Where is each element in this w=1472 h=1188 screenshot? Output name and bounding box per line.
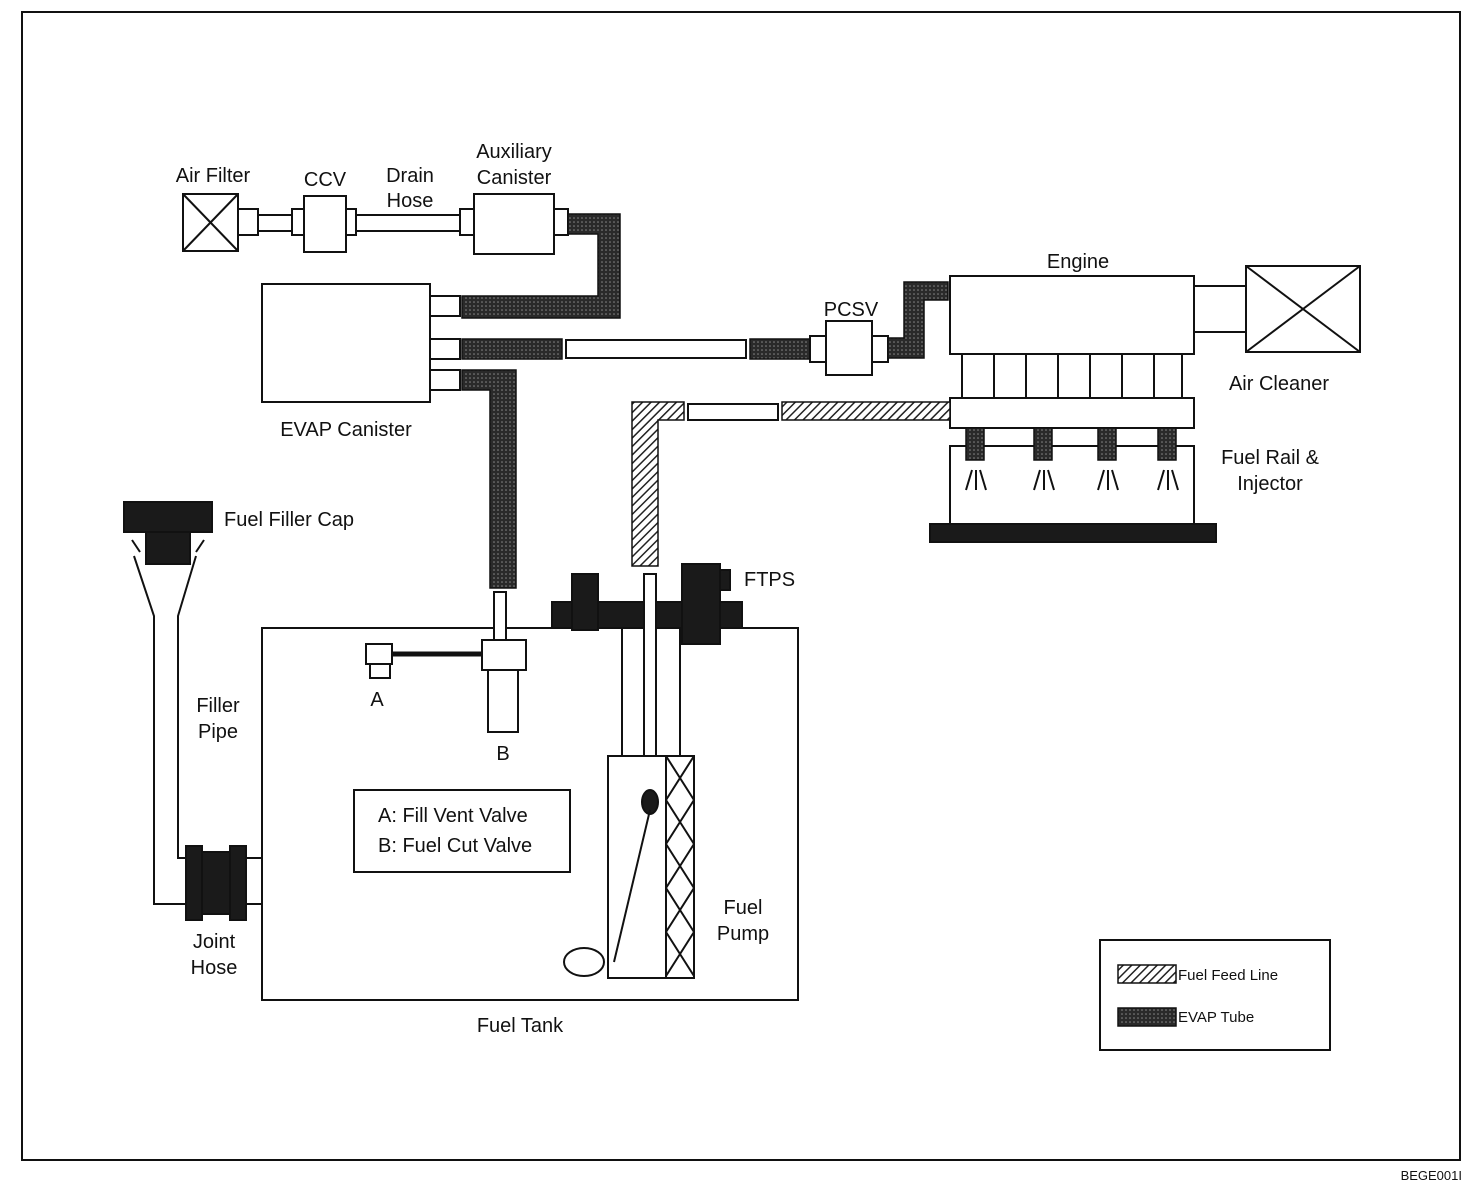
label-auxiliary-canister-1: Auxiliary	[476, 141, 552, 163]
evap-tube-aux-to-canister	[461, 213, 621, 319]
label-auxiliary-canister-2: Canister	[477, 167, 552, 189]
air-cleaner	[1245, 265, 1361, 353]
label-drain-hose-2: Hose	[387, 190, 434, 212]
fuel-feed-hose	[687, 403, 779, 421]
fuel-rail-injector	[929, 397, 1217, 543]
label-engine: Engine	[1047, 251, 1109, 273]
fill-vent-valve	[365, 643, 482, 679]
evap-tube-canister-to-tank	[461, 369, 517, 589]
evap-tube-purge-2	[749, 338, 811, 360]
label-evap-canister: EVAP Canister	[280, 419, 412, 441]
label-fuel-filler-cap: Fuel Filler Cap	[224, 509, 354, 531]
filler-pipe	[133, 555, 197, 905]
legend: Fuel Feed Line EVAP Tube	[1099, 939, 1331, 1051]
label-fuel-pump-2: Pump	[717, 923, 769, 945]
evap-tube-pcsv-to-engine	[887, 281, 949, 359]
legend-evap-tube: EVAP Tube	[1178, 1009, 1254, 1026]
label-fuel-tank: Fuel Tank	[477, 1015, 564, 1037]
label-pcsv: PCSV	[824, 299, 879, 321]
key-fuel-cut-valve: B: Fuel Cut Valve	[378, 835, 532, 857]
intake-duct	[1193, 285, 1247, 333]
joint-hose	[185, 845, 247, 921]
label-air-cleaner: Air Cleaner	[1229, 373, 1329, 395]
fuel-feed-line-2	[781, 401, 951, 421]
label-valve-b: B	[496, 743, 509, 765]
label-filler-pipe-2: Pipe	[198, 721, 238, 743]
label-ccv: CCV	[304, 169, 347, 191]
label-ftps: FTPS	[744, 569, 795, 591]
ftps-sensor	[681, 563, 721, 645]
pcsv-valve	[809, 320, 889, 376]
diagram-frame	[21, 11, 1461, 1161]
label-air-filter: Air Filter	[176, 165, 251, 187]
fuel-pump	[563, 573, 695, 979]
auxiliary-canister	[459, 193, 569, 255]
label-fuel-rail-2: Injector	[1237, 473, 1303, 495]
purge-hose	[565, 339, 747, 359]
ccv-valve	[291, 195, 357, 253]
label-fuel-pump-1: Fuel	[724, 897, 763, 919]
valve-key-box	[353, 789, 571, 873]
legend-fuel-feed-line: Fuel Feed Line	[1178, 967, 1278, 984]
fuel-filler-cap	[123, 501, 213, 565]
figure-code: BEGE001I	[1401, 1168, 1462, 1183]
evap-canister	[261, 283, 461, 403]
air-filter-hose	[257, 214, 293, 232]
label-joint-hose-2: Hose	[191, 957, 238, 979]
label-filler-pipe-1: Filler	[196, 695, 240, 717]
legend-swatch-evap	[1117, 1007, 1177, 1027]
flange-fitting-left	[571, 573, 599, 631]
legend-swatch-fuel-feed	[1117, 964, 1177, 984]
evap-tube-purge-1	[461, 338, 563, 360]
label-joint-hose-1: Joint	[193, 931, 236, 953]
key-fill-vent-valve: A: Fill Vent Valve	[378, 805, 528, 827]
air-filter	[182, 193, 259, 252]
label-drain-hose-1: Drain	[386, 165, 434, 187]
drain-hose	[355, 214, 461, 232]
fuel-cut-valve	[481, 591, 527, 733]
label-valve-a: A	[370, 689, 384, 711]
engine	[949, 275, 1195, 399]
label-fuel-rail-1: Fuel Rail &	[1221, 447, 1319, 469]
fuel-feed-line	[631, 401, 685, 567]
ftps-connector	[719, 569, 731, 591]
